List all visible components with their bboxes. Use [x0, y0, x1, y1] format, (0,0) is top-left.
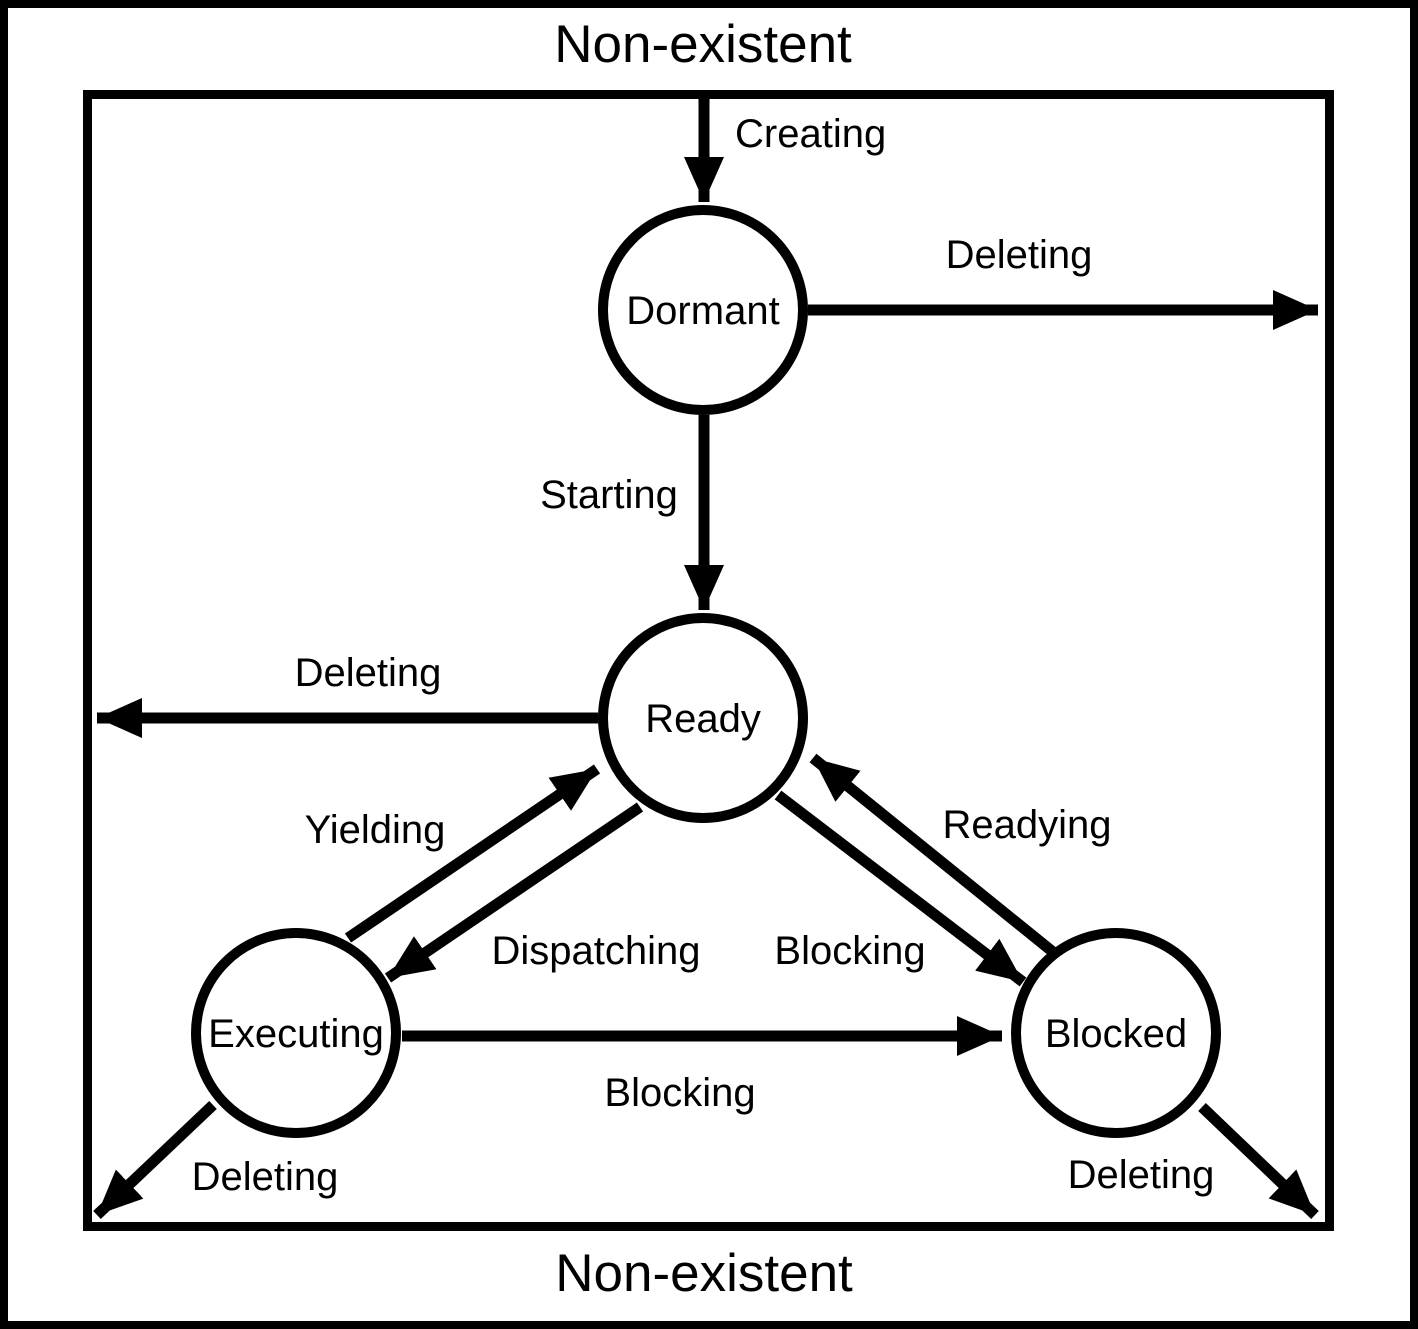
transition-arrow-blocking-ready	[774, 790, 1027, 987]
transition-label-dispatching: Dispatching	[491, 929, 700, 973]
state-circle-executing	[191, 928, 401, 1138]
state-label-dormant: Dormant	[626, 289, 779, 333]
transition-label-deleting-executing: Deleting	[192, 1155, 339, 1199]
state-label-ready: Ready	[645, 697, 761, 741]
transition-arrow-deleting-blocked	[1198, 1103, 1319, 1219]
inner-boundary	[83, 90, 1334, 1231]
transition-label-yielding: Yielding	[305, 808, 446, 852]
transition-label-deleting-dormant: Deleting	[946, 233, 1093, 277]
state-circle-blocked	[1011, 928, 1221, 1138]
transition-label-blocking-ready: Blocking	[774, 929, 925, 973]
state-circle-dormant	[598, 205, 808, 415]
transition-arrow-dispatching	[384, 802, 644, 983]
transition-arrow-deleting-executing	[93, 1101, 217, 1219]
transition-arrow-readying	[809, 753, 1057, 957]
nonexistent-label-top: Non-existent	[554, 15, 852, 74]
state-label-blocked: Blocked	[1045, 1012, 1187, 1056]
transition-label-readying: Readying	[942, 803, 1111, 847]
state-label-executing: Executing	[208, 1012, 384, 1056]
transition-label-deleting-blocked: Deleting	[1068, 1153, 1215, 1197]
transition-label-starting: Starting	[540, 473, 678, 517]
transition-arrow-yielding	[344, 764, 601, 943]
transition-label-creating: Creating	[735, 112, 886, 156]
state-circle-ready	[598, 613, 808, 823]
transition-label-blocking-executing: Blocking	[604, 1071, 755, 1115]
nonexistent-label-bottom: Non-existent	[555, 1244, 853, 1303]
transition-label-deleting-ready: Deleting	[295, 651, 442, 695]
